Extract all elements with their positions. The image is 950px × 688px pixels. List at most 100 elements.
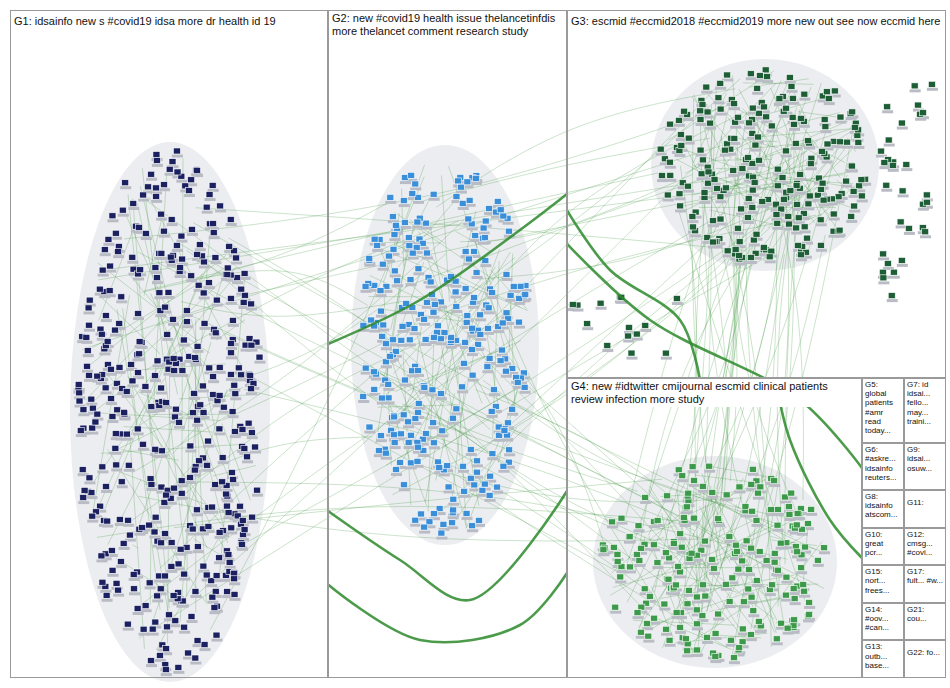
vertex-label-bar (127, 384, 138, 387)
vertex-square (135, 311, 142, 317)
vertex-square (168, 217, 175, 223)
vertex-label-bar (381, 457, 392, 460)
network-edge (103, 368, 223, 527)
vertex-square (142, 383, 149, 389)
vertex-label-bar (482, 370, 493, 373)
vertex-square (151, 373, 158, 379)
vertex-square (205, 438, 212, 444)
vertex-square (109, 414, 116, 420)
vertex-square (183, 308, 190, 314)
vertex-square (113, 462, 120, 468)
vertex-square (172, 406, 179, 412)
vertex-square (197, 402, 204, 408)
vertex-label-bar (458, 207, 469, 210)
network-edge (187, 251, 242, 288)
vertex-label-bar (113, 594, 124, 597)
vertex-label-bar (475, 318, 486, 321)
vertex-label-bar (404, 446, 415, 449)
vertex-square (412, 517, 419, 523)
network-edge (182, 158, 183, 507)
vertex-label-bar (182, 314, 193, 317)
vertex-label-bar (751, 524, 762, 527)
vertex-label-bar (698, 588, 709, 591)
vertex-square (164, 624, 171, 630)
vertex-square (89, 425, 96, 431)
vertex-label-bar (901, 168, 912, 171)
vertex-square (200, 290, 207, 296)
vertex-label-bar (665, 644, 676, 647)
vertex-label-bar (237, 548, 248, 551)
vertex-label-bar (793, 517, 804, 520)
network-edge (436, 89, 735, 207)
vertex-label-bar (110, 452, 121, 455)
vertex-square (370, 369, 377, 375)
vertex-square (505, 228, 512, 234)
vertex-square (89, 405, 96, 411)
network-edge (709, 80, 781, 243)
vertex-square (240, 299, 247, 305)
vertex-label-bar (722, 498, 733, 501)
vertex-label-bar (607, 525, 618, 528)
vertex-label-bar (200, 327, 211, 330)
vertex-square (192, 355, 199, 361)
network-edge (149, 197, 242, 366)
vertex-square (99, 579, 106, 585)
vertex-square (233, 255, 240, 261)
vertex-square (401, 219, 408, 225)
vertex-square (385, 395, 392, 401)
vertex-label-bar (820, 130, 831, 133)
vertex-label-bar (118, 214, 129, 217)
vertex-label-bar (692, 653, 703, 656)
vertex-label-bar (471, 182, 482, 185)
vertex-label-bar (133, 277, 144, 280)
vertex-label-bar (161, 673, 172, 676)
vertex-square (178, 233, 185, 239)
vertex-label-bar (657, 179, 668, 182)
vertex-square (229, 409, 236, 415)
vertex-square (252, 444, 259, 450)
vertex-square (228, 469, 235, 475)
vertex-square (112, 230, 119, 236)
vertex-label-bar (230, 598, 241, 601)
vertex-label-bar (842, 146, 853, 149)
vertex-label-bar (520, 391, 531, 394)
vertex-label-bar (744, 573, 755, 576)
vertex-square (239, 426, 246, 432)
vertex-label-bar (159, 235, 170, 238)
vertex-square (466, 197, 473, 203)
vertex-label-bar (479, 232, 490, 235)
vertex-square (92, 419, 99, 425)
vertex-label-bar (210, 261, 221, 264)
vertex-label-bar (485, 499, 496, 502)
vertex-square (227, 295, 234, 301)
vertex-label-bar (159, 506, 170, 509)
vertex-square (94, 373, 101, 379)
vertex-label-bar (677, 479, 688, 482)
vertex-label-bar (702, 641, 713, 644)
vertex-label-bar (675, 631, 686, 634)
vertex-square (99, 464, 106, 470)
vertex-label-bar (672, 616, 683, 619)
vertex-square (80, 407, 87, 413)
vertex-label-bar (887, 299, 898, 302)
vertex-label-bar (151, 200, 162, 203)
vertex-square (152, 619, 159, 625)
network-edge (196, 482, 787, 559)
vertex-square (102, 313, 109, 319)
vertex-square (200, 259, 207, 265)
vertex-label-bar (813, 564, 824, 567)
vertex-label-bar (502, 439, 513, 442)
vertex-square (450, 496, 457, 502)
vertex-label-bar (185, 481, 196, 484)
vertex-square (427, 279, 434, 285)
network-edge (771, 88, 825, 226)
vertex-square (210, 374, 217, 380)
network-edge (767, 83, 821, 254)
vertex-square (115, 249, 122, 255)
network-edge (146, 232, 425, 370)
vertex-square (486, 355, 493, 361)
vertex-square (200, 410, 207, 416)
vertex-label-bar (841, 185, 852, 188)
vertex-square (484, 364, 491, 370)
vertex-label-bar (111, 437, 122, 440)
